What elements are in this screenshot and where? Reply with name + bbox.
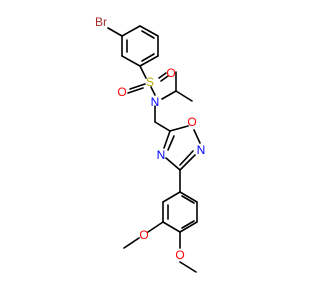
bond: [139, 55, 159, 67]
bond: [141, 30, 155, 39]
molecule-diagram: Br S O O N N O N O O: [95, 15, 206, 273]
bond: [179, 154, 196, 171]
bond: [141, 53, 155, 62]
oxadiazole-nitrogen-right-label: N: [197, 143, 206, 157]
bond: [167, 135, 175, 151]
bond: [169, 125, 189, 132]
methoxy-groups: [123, 221, 197, 273]
sulfonyl-oxygen-right-label: O: [166, 66, 175, 80]
bond: [162, 191, 181, 203]
bond: [121, 55, 141, 67]
sulfonyl-oxygen-left-label: O: [117, 85, 126, 99]
oxadiazole-oxygen-label: O: [187, 115, 196, 129]
bond: [127, 87, 144, 94]
bond: [139, 25, 159, 37]
bond: [158, 72, 167, 79]
bond: [193, 129, 201, 144]
amine-substituents: [154, 71, 193, 132]
bond: [163, 130, 171, 149]
methoxy-oxygen-left-label: O: [139, 228, 148, 242]
oxadiazole-nitrogen-left-label: N: [157, 148, 166, 162]
sulfur-label: S: [146, 75, 154, 89]
bond: [179, 150, 194, 166]
bond: [162, 221, 181, 233]
bond: [161, 90, 177, 100]
structure-svg: Br S O O N N O N O O: [95, 15, 206, 273]
bond: [179, 261, 197, 273]
bond: [107, 27, 123, 37]
sulfonyl-group: [127, 72, 169, 96]
methoxy-oxygen-right-label: O: [175, 248, 184, 262]
bond: [165, 157, 181, 171]
bond: [121, 25, 141, 37]
bond: [147, 221, 164, 233]
bond: [179, 191, 198, 203]
bond: [123, 237, 140, 249]
bond: [160, 75, 169, 82]
bond: [181, 220, 195, 229]
bond: [139, 65, 147, 79]
bond: [150, 86, 156, 96]
bond: [129, 83, 146, 90]
bond: [181, 195, 195, 204]
oxadiazole-ring: [163, 125, 201, 171]
bond: [154, 121, 171, 132]
bromine-label: Br: [95, 15, 107, 29]
bond: [179, 221, 198, 233]
bromophenyl-ring: [107, 25, 159, 79]
sulfonamide-nitrogen-label: N: [151, 95, 160, 109]
bond: [175, 90, 193, 102]
dimethoxyphenyl-ring: [162, 169, 198, 233]
